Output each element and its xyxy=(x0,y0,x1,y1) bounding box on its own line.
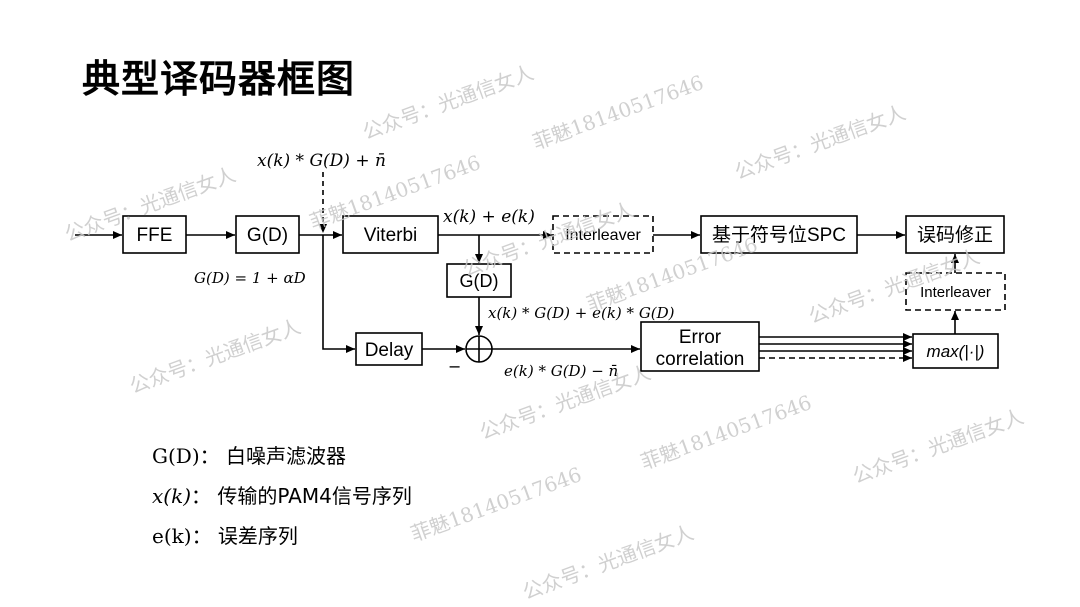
error-correlation-label-1: Error xyxy=(679,327,722,348)
sum-output-label: e(k) * G(D) − n̄ xyxy=(504,362,618,380)
legend-key: x(k) xyxy=(152,484,192,508)
gd-branch-label: G(D) xyxy=(460,271,499,291)
viterbi-block: Viterbi xyxy=(342,215,439,254)
legend-sep: ： xyxy=(191,524,212,548)
error-correlation-block: Error correlation xyxy=(640,321,760,372)
gd-main-block: G(D) xyxy=(235,215,300,254)
spc-block: 基于符号位SPC xyxy=(700,215,858,254)
interleaver-right-block: Interleaver xyxy=(905,272,1006,311)
noise-input-label: x(k) * G(D) + n̄ xyxy=(257,151,386,171)
legend-sep: ： xyxy=(191,484,212,508)
delay-label: Delay xyxy=(365,340,414,361)
error-correlation-label-2: correlation xyxy=(656,349,745,370)
page-title: 典型译码器框图 xyxy=(82,57,356,101)
legend-desc: 误差序列 xyxy=(217,524,298,548)
gd-definition-label: G(D) = 1 + αD xyxy=(194,269,306,287)
legend-key: G(D) xyxy=(152,444,200,468)
max-label: max(|·|) xyxy=(927,342,985,361)
legend-item-ek: e(k)： 误差序列 xyxy=(152,520,298,549)
summing-junction xyxy=(465,335,493,363)
viterbi-label: Viterbi xyxy=(364,225,418,246)
legend-key: e(k) xyxy=(152,524,192,548)
legend-item-xk: x(k)： 传输的PAM4信号序列 xyxy=(152,480,412,509)
gd-branch-block: G(D) xyxy=(446,263,512,298)
max-block: max(|·|) xyxy=(912,333,999,369)
correction-label: 误码修正 xyxy=(917,224,993,246)
legend-desc: 传输的PAM4信号序列 xyxy=(217,484,412,508)
delay-path-arrow xyxy=(322,235,355,353)
interleaver-top-block: Interleaver xyxy=(552,215,654,254)
gd-main-label: G(D) xyxy=(247,225,288,246)
viterbi-output-label: x(k) + e(k) xyxy=(443,207,535,227)
legend-desc: 白噪声滤波器 xyxy=(225,444,346,468)
branch-output-label: x(k) * G(D) + e(k) * G(D) xyxy=(488,304,675,322)
spc-label: 基于符号位SPC xyxy=(712,224,846,246)
ffe-block: FFE xyxy=(122,215,187,254)
minus-sign: − xyxy=(448,357,461,376)
interleaver-right-label: Interleaver xyxy=(920,284,991,301)
interleaver-top-label: Interleaver xyxy=(565,227,641,244)
legend-item-gd: G(D)： 白噪声滤波器 xyxy=(152,440,346,469)
correction-block: 误码修正 xyxy=(905,215,1005,254)
delay-block: Delay xyxy=(355,332,423,366)
legend-sep: ： xyxy=(199,444,220,468)
ffe-label: FFE xyxy=(137,225,173,246)
